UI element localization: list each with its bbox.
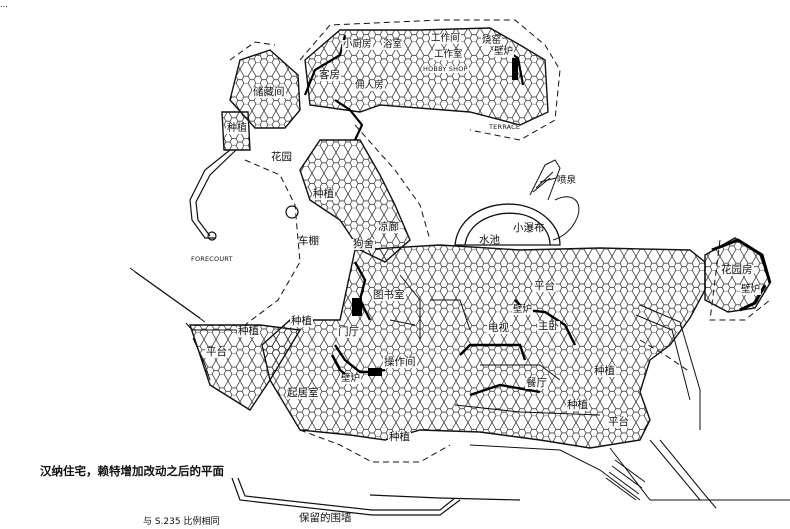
room-servant: 佣人房 — [354, 80, 385, 91]
room-spring: 喷泉 — [557, 175, 577, 186]
room-small-kitchen: 小厨房 — [342, 39, 373, 50]
room-planting-nw: 种植 — [226, 123, 248, 134]
room-terrace-east: 平台 — [533, 280, 556, 292]
top-margin-mark: ... — [0, 0, 8, 9]
room-terrace-west: 平台 — [205, 346, 228, 358]
west-lines — [185, 322, 250, 381]
room-pool: 水池 — [479, 234, 500, 246]
forecourt-outline — [244, 159, 301, 326]
southeast-stair — [605, 459, 646, 501]
room-storage: 储藏间 — [252, 86, 286, 98]
room-workshop-cn: 工作间 — [430, 33, 461, 44]
room-flower-room: 花园房 — [720, 264, 754, 276]
scale-note: 与 S.235 比例相同 — [143, 517, 220, 527]
room-planting-mid: 种植 — [312, 188, 335, 200]
north-wing — [221, 27, 549, 151]
room-pavilion: 凉廊 — [377, 221, 400, 233]
main-block — [261, 244, 706, 449]
room-guest: 客房 — [318, 69, 341, 81]
spring-stairs — [529, 159, 580, 241]
figure-caption: 汉纳住宅，赖特增加改动之后的平面 — [40, 464, 224, 478]
room-retaining-wall: 保留的围墙 — [299, 512, 352, 524]
interior-walls — [330, 261, 577, 397]
room-living: 起居室 — [286, 387, 320, 399]
room-fireplace-mid: 壁炉 — [512, 304, 534, 315]
garden-wall — [189, 149, 299, 241]
room-bathroom-north: 浴室 — [382, 39, 404, 50]
room-forecourt-en: FORECOURT — [191, 255, 233, 263]
room-master-bed: 主卧 — [537, 320, 560, 332]
room-kiln: 烧窑 — [481, 35, 503, 46]
room-fireplace-east: 壁炉 — [740, 284, 762, 295]
room-workroom: 操作间 — [383, 356, 417, 368]
south-dashed-outline — [299, 239, 771, 463]
room-entry: 门厅 — [337, 326, 360, 338]
room-carport: 车棚 — [298, 235, 319, 247]
room-terrace-south: 平台 — [607, 416, 630, 428]
room-dining: 餐厅 — [525, 377, 548, 389]
room-fireplace-living: 壁炉 — [340, 373, 362, 384]
fireplace-solids — [352, 58, 518, 376]
room-garden: 花园 — [271, 151, 292, 163]
site-lines — [129, 267, 790, 509]
retaining-wall — [231, 477, 521, 516]
room-library: 图书室 — [372, 289, 406, 301]
pool — [454, 203, 561, 246]
room-planting-south: 种植 — [388, 431, 411, 443]
room-doghouse: 狗舍 — [352, 238, 375, 250]
flower-room-walls — [711, 238, 772, 312]
room-planting-w1: 种植 — [290, 315, 313, 327]
room-planting-se2: 种植 — [566, 399, 589, 411]
room-planting-se: 种植 — [593, 365, 616, 377]
room-waterfall: 小瀑布 — [513, 222, 545, 234]
interior-lines — [389, 274, 601, 416]
room-tv: 电视 — [487, 322, 510, 334]
room-workshop-en: HOBBY SHOP — [422, 65, 469, 73]
room-terrace-en: TERRACE — [489, 123, 521, 131]
room-workshop-cn2: 工作室 — [433, 49, 464, 60]
west-terrace — [189, 324, 302, 411]
north-dashed-outline — [229, 19, 561, 141]
room-planting-w2: 种植 — [237, 325, 260, 337]
room-fireplace-ne: 壁炉 — [493, 46, 515, 57]
